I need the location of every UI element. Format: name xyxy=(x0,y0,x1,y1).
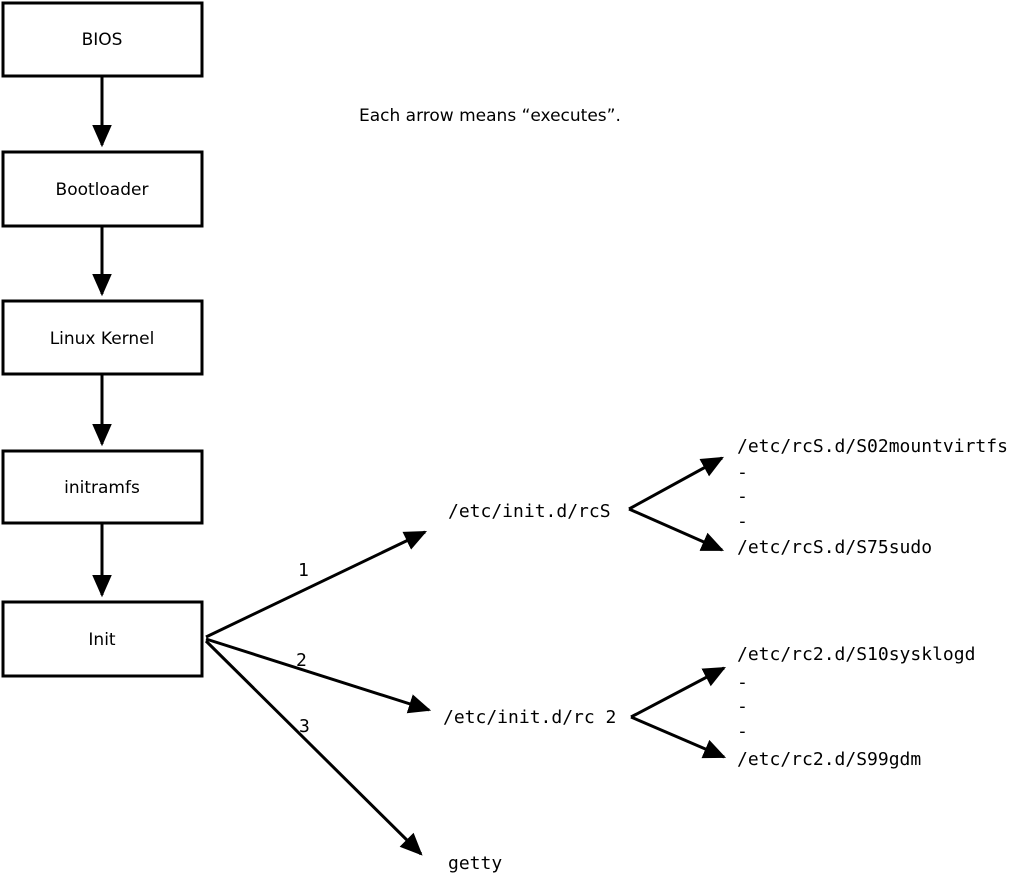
arrow-rc2-to-last-entry xyxy=(630,715,727,759)
arrow-rcs-to-first-entry xyxy=(628,456,724,511)
ellipsis-dash: - xyxy=(737,696,748,717)
node-label: initramfs xyxy=(64,478,140,498)
process-getty: getty xyxy=(448,853,502,874)
ellipsis-dash: - xyxy=(737,511,748,532)
path-rcs-entry-last: /etc/rcS.d/S75sudo xyxy=(737,537,932,558)
node-label: Linux Kernel xyxy=(50,329,155,349)
arrow-number-3: 3 xyxy=(299,716,310,737)
node-label: Init xyxy=(88,630,116,650)
path-rc2-entry-last: /etc/rc2.d/S99gdm xyxy=(737,749,921,770)
ellipsis-dash: - xyxy=(737,486,748,507)
path-rc2-entry-first: /etc/rc2.d/S10sysklogd xyxy=(737,644,975,665)
ellipsis-dash: - xyxy=(737,462,748,483)
path-init-d-rc2: /etc/init.d/rc 2 xyxy=(443,707,616,728)
node-box xyxy=(1,1,204,78)
path-init-d-rcs: /etc/init.d/rcS xyxy=(448,501,611,522)
node-bootloader: Bootloader xyxy=(1,150,204,228)
node-label: BIOS xyxy=(82,30,123,50)
arrow-init-to-rcs xyxy=(205,530,428,639)
node-label: Bootloader xyxy=(56,180,149,200)
node-bios: BIOS xyxy=(1,1,204,78)
ellipsis-dash: - xyxy=(737,672,748,693)
node-box xyxy=(1,299,204,376)
ellipsis-dash: - xyxy=(737,721,748,742)
node-box xyxy=(1,449,204,525)
arrow-init-to-getty xyxy=(204,639,423,856)
arrow-number-2: 2 xyxy=(296,650,307,671)
arrow-init-to-rc2 xyxy=(205,637,432,714)
node-box xyxy=(1,600,204,678)
arrow-number-1: 1 xyxy=(298,560,309,581)
node-linux-kernel: Linux Kernel xyxy=(1,299,204,376)
node-initramfs: initramfs xyxy=(1,449,204,525)
caption: Each arrow means “executes”. xyxy=(359,106,621,126)
node-init: Init xyxy=(1,600,204,678)
arrow-rcs-to-last-entry xyxy=(628,507,725,552)
arrow-rc2-to-first-entry xyxy=(630,666,726,719)
node-box xyxy=(1,150,204,228)
path-rcs-entry-first: /etc/rcS.d/S02mountvirtfs xyxy=(737,436,1008,457)
